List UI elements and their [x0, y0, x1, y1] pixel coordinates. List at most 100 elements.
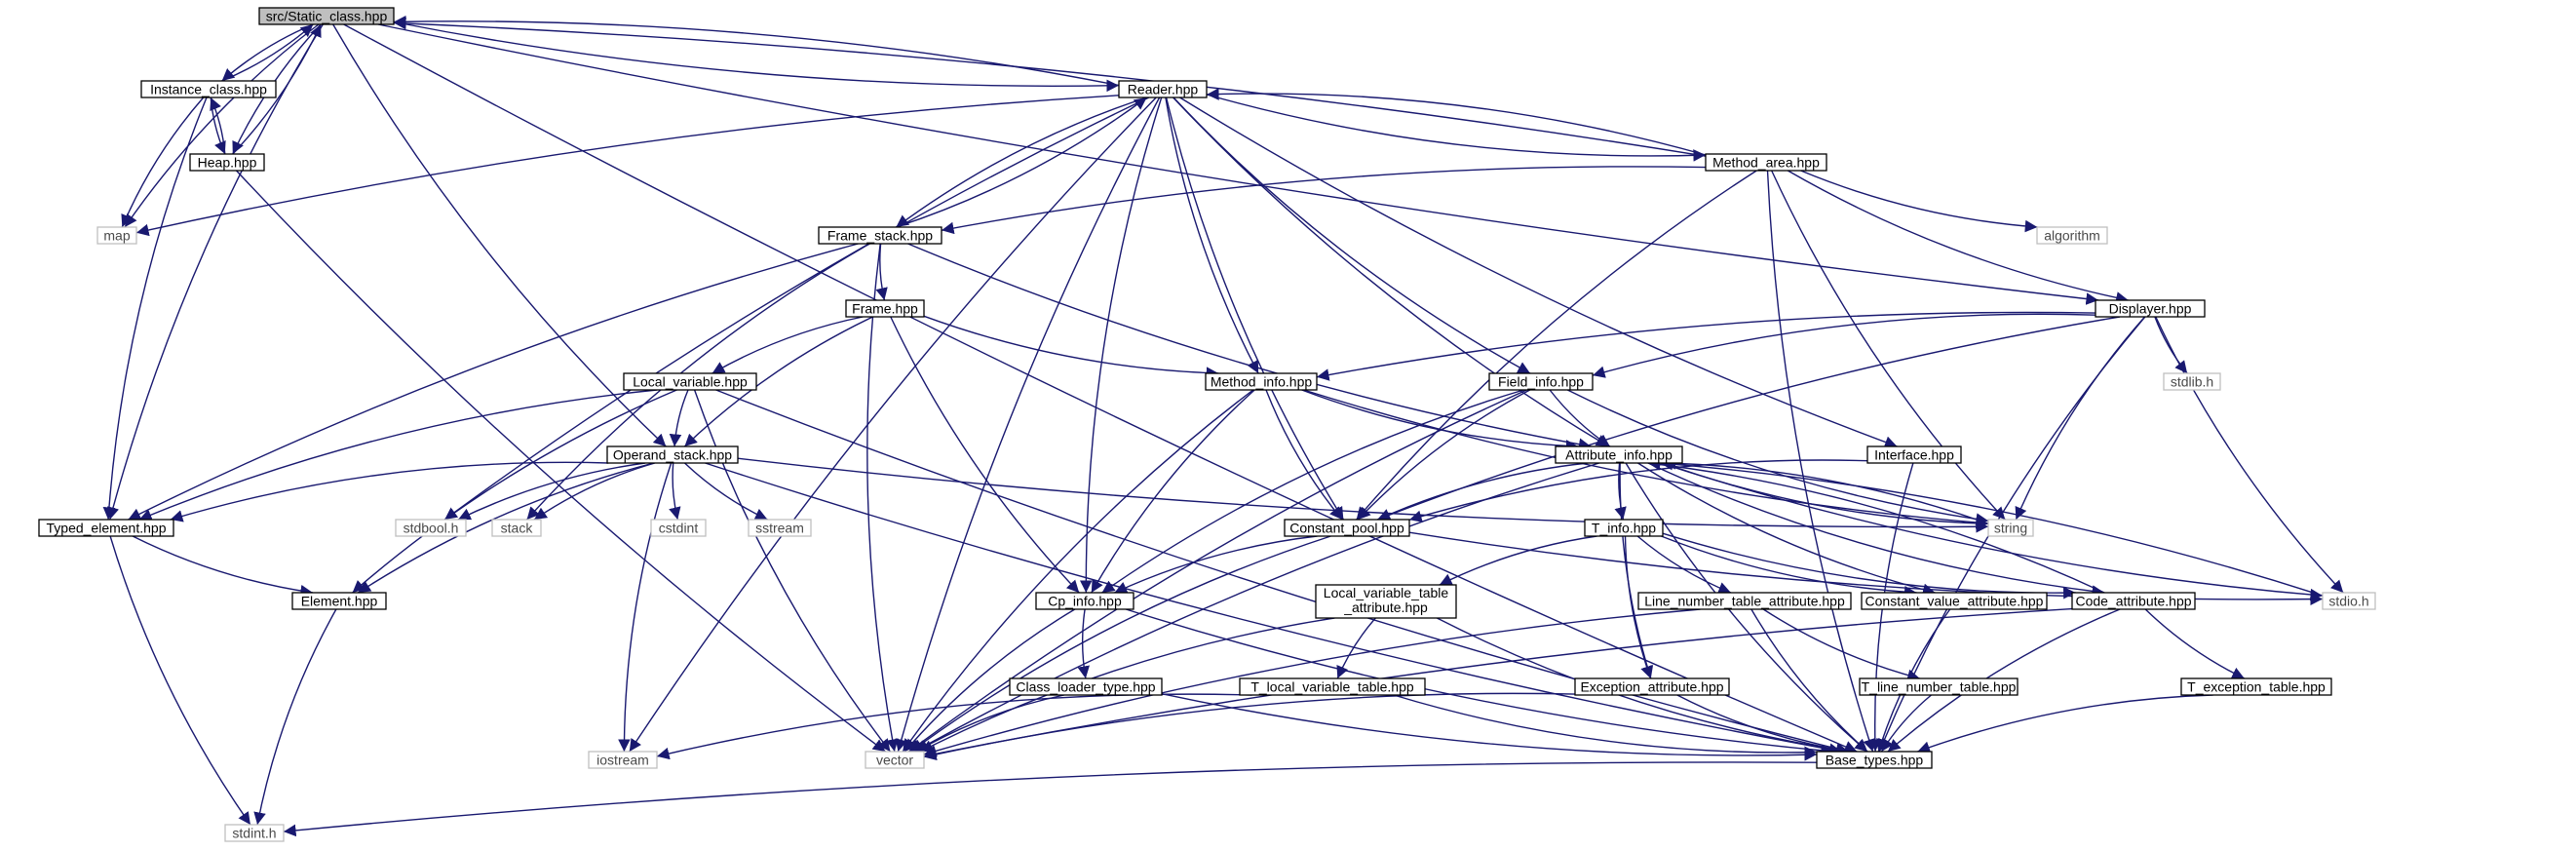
node-box — [1315, 584, 1457, 619]
node-base-types[interactable]: Base_types.hpp — [1816, 751, 1933, 769]
edge-local-variable-to-operand-stack — [669, 389, 689, 447]
node-box — [491, 519, 542, 537]
edge-operand-stack-to-string — [737, 457, 1989, 533]
edge-t-line-number-table-to-base-types — [1880, 694, 1932, 753]
edge-operand-stack-to-iostream — [618, 462, 673, 753]
node-label: Local_variable.hpp — [633, 374, 748, 390]
node-label: src/Static_class.hpp — [266, 9, 388, 24]
edge-displayer-to-stdlib — [2154, 316, 2188, 374]
node-label: T_info.hpp — [1592, 521, 1656, 536]
node-label: stdint.h — [232, 826, 276, 841]
node-label: algorithm — [2044, 228, 2100, 244]
node-t-line-number-table[interactable]: T_line_number_table.hpp — [1859, 677, 2019, 696]
node-box — [1574, 677, 1730, 696]
node-label: iostream — [596, 753, 649, 768]
node-label: stack — [501, 521, 534, 536]
edge-static-class-to-instance-class — [221, 23, 314, 82]
node-box — [224, 824, 285, 842]
node-string: string — [1987, 519, 2034, 537]
node-local-variable-table-attribute[interactable]: Local_variable_table_attribute.hpp — [1315, 584, 1457, 619]
node-label: Constant_value_attribute.hpp — [1865, 594, 2044, 609]
node-label: _attribute.hpp — [1343, 600, 1428, 615]
node-label: cstdint — [659, 521, 699, 536]
edge-frame-stack-to-frame — [875, 243, 888, 301]
edge-t-info-to-exception-attribute — [1624, 535, 1653, 679]
node-label: Displayer.hpp — [2109, 301, 2192, 317]
edge-reader-to-vector — [895, 97, 1161, 753]
node-code-attribute[interactable]: Code_attribute.hpp — [2071, 592, 2196, 610]
edge-static-class-to-reader — [393, 20, 1120, 93]
node-label: T_line_number_table.hpp — [1862, 679, 2017, 695]
edge-method-area-to-frame-stack — [941, 166, 1707, 235]
edge-heap-to-static-class — [232, 23, 322, 155]
edge-reader-to-attribute-info — [1173, 97, 1609, 447]
node-element[interactable]: Element.hpp — [291, 592, 387, 610]
edge-cp-info-to-vector — [904, 608, 1076, 753]
node-heap[interactable]: Heap.hpp — [189, 153, 265, 172]
node-typed-element[interactable]: Typed_element.hpp — [38, 519, 174, 537]
node-reader[interactable]: Reader.hpp — [1118, 80, 1208, 98]
node-label: Class_loader_type.hpp — [1016, 679, 1155, 695]
edge-line-number-table-attribute-to-t-line-number-table — [1762, 608, 1920, 681]
node-field-info[interactable]: Field_info.hpp — [1488, 372, 1594, 391]
node-box — [1816, 751, 1933, 769]
edge-method-info-to-vector — [902, 389, 1254, 753]
node-box — [845, 299, 925, 318]
edge-static-class-to-operand-stack — [332, 23, 667, 447]
node-exception-attribute[interactable]: Exception_attribute.hpp — [1574, 677, 1730, 696]
node-label: Exception_attribute.hpp — [1580, 679, 1723, 695]
edge-reader-to-field-info — [1173, 97, 1531, 374]
edge-operand-stack-to-stack — [533, 462, 656, 521]
node-t-exception-table[interactable]: T_exception_table.hpp — [2180, 677, 2332, 696]
edge-t-local-variable-table-to-iostream — [656, 693, 1252, 760]
node-operand-stack[interactable]: Operand_stack.hpp — [606, 445, 739, 464]
node-stdlib: stdlib.h — [2163, 372, 2221, 391]
edge-method-area-to-base-types — [1766, 170, 1875, 753]
node-map: map — [96, 226, 137, 245]
edge-t-local-variable-table-to-base-types — [1393, 694, 1818, 759]
edge-reader-to-constant-pool — [1165, 97, 1344, 521]
node-class-loader-type[interactable]: Class_loader_type.hpp — [1009, 677, 1163, 696]
node-label: Reader.hpp — [1128, 82, 1199, 97]
node-cstdint: cstdint — [650, 519, 707, 537]
node-instance-class[interactable]: Instance_class.hpp — [140, 80, 277, 98]
edge-operand-stack-to-sstream — [684, 462, 768, 521]
edge-static-class-to-base-types — [343, 23, 1858, 753]
edge-method-info-to-constant-pool — [1265, 389, 1343, 521]
edge-string-to-attribute-info — [1663, 457, 1989, 524]
edge-constant-pool-to-vector — [910, 535, 1331, 753]
node-attribute-info[interactable]: Attribute_info.hpp — [1555, 445, 1683, 464]
node-t-info[interactable]: T_info.hpp — [1584, 519, 1664, 537]
edge-method-area-to-reader — [1206, 88, 1707, 156]
edge-heap-to-instance-class — [210, 97, 226, 155]
edge-displayer-to-string — [2015, 316, 2146, 521]
node-local-variable[interactable]: Local_variable.hpp — [623, 372, 757, 391]
node-cp-info[interactable]: Cp_info.hpp — [1035, 592, 1134, 610]
edge-constant-pool-to-stdio — [1408, 531, 2324, 605]
node-constant-pool[interactable]: Constant_pool.hpp — [1284, 519, 1410, 537]
node-box — [2180, 677, 2332, 696]
node-box — [1555, 445, 1683, 464]
node-t-local-variable-table[interactable]: T_local_variable_table.hpp — [1239, 677, 1426, 696]
node-frame[interactable]: Frame.hpp — [845, 299, 925, 318]
node-method-area[interactable]: Method_area.hpp — [1705, 153, 1827, 172]
node-displayer[interactable]: Displayer.hpp — [2095, 299, 2206, 318]
node-constant-value-attribute[interactable]: Constant_value_attribute.hpp — [1861, 592, 2048, 610]
node-box — [1987, 519, 2034, 537]
node-box — [1861, 592, 2048, 610]
node-box — [1705, 153, 1827, 172]
node-method-info[interactable]: Method_info.hpp — [1205, 372, 1318, 391]
edge-t-info-to-line-number-table-attribute — [1636, 535, 1732, 595]
node-box — [291, 592, 387, 610]
node-static-class[interactable]: src/Static_class.hpp — [258, 7, 395, 25]
edge-reader-to-static-class — [393, 15, 1120, 87]
node-frame-stack[interactable]: Frame_stack.hpp — [818, 226, 942, 245]
node-sstream: sstream — [748, 519, 812, 537]
node-stdio: stdio.h — [2322, 592, 2376, 610]
edge-frame-stack-to-typed-element — [128, 243, 859, 521]
node-label: Attribute_info.hpp — [1565, 447, 1672, 463]
edge-displayer-to-method-info — [1316, 311, 2096, 381]
node-interface[interactable]: Interface.hpp — [1866, 445, 1962, 464]
node-line-number-table-attribute[interactable]: Line_number_table_attribute.hpp — [1637, 592, 1852, 610]
